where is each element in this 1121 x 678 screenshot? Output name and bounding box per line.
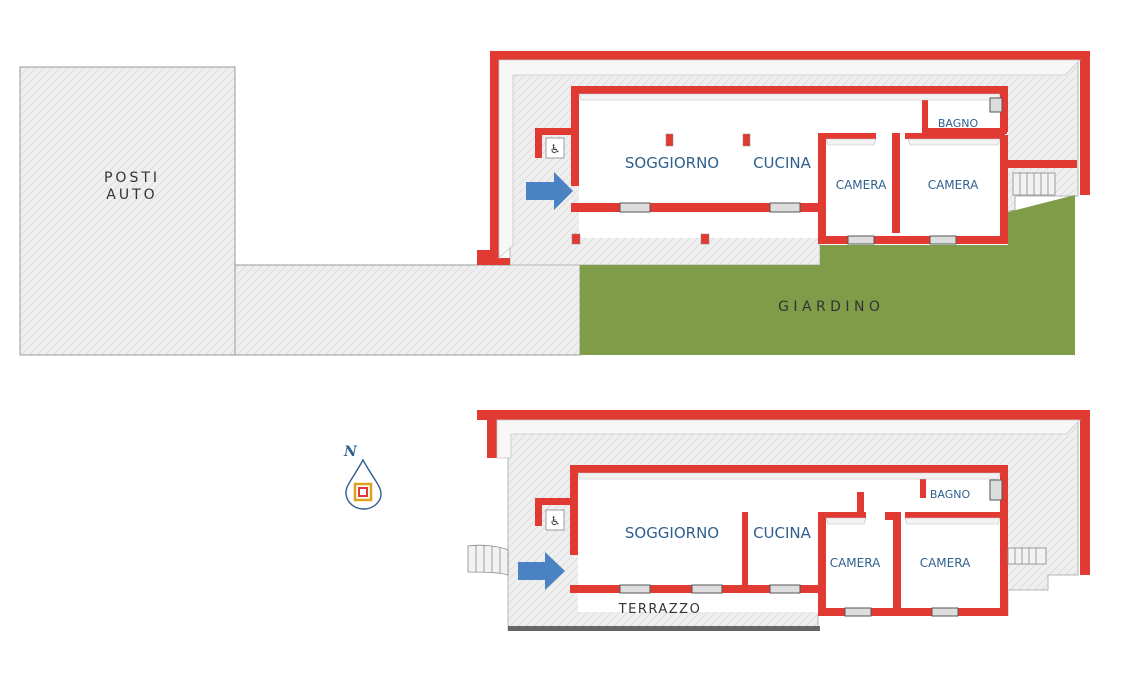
bedroom2-label-top: CAMERA (928, 178, 979, 192)
garden-area (580, 195, 1075, 355)
bedroom1-label-top: CAMERA (836, 178, 887, 192)
wheelchair-icon-bottom: ♿ (545, 509, 565, 531)
bedroom1-label-bottom: CAMERA (830, 556, 881, 570)
kitchen-label-top: CUCINA (753, 154, 812, 172)
bedroom2-label-bottom: CAMERA (920, 556, 971, 570)
terrace-edge (508, 626, 820, 631)
wall-3d-shading-bottom (577, 472, 1001, 525)
arrow-right-icon-bottom (518, 552, 565, 590)
stairs-top (1012, 172, 1056, 196)
outer-wall-shadow (498, 59, 1081, 259)
plan-bottom: ♿ SOGGIORNO CUCINA CAMERA CAMERA BAGNO T… (467, 410, 1090, 631)
columns-top (571, 133, 751, 245)
parking-area (19, 66, 236, 356)
wheelchair-icon: ♿ (545, 137, 565, 159)
house-walls-top (535, 86, 1077, 244)
svg-text:♿: ♿ (550, 514, 561, 528)
windows-bottom (619, 479, 1003, 617)
windows-top (619, 97, 1003, 245)
living-label-bottom: SOGGIORNO (625, 524, 719, 542)
garden-label: G I A R D I N O (778, 299, 880, 315)
terrace-label: TERRAZZO (618, 602, 702, 617)
bathroom-label-top: BAGNO (938, 117, 979, 130)
compass-north-label: N (343, 444, 358, 460)
kitchen-label-bottom: CUCINA (753, 524, 812, 542)
parking-label-line1: POSTI (104, 170, 160, 186)
house-interior-top (579, 93, 1007, 238)
stairs-bottom-left (467, 544, 509, 576)
living-label-top: SOGGIORNO (625, 154, 719, 172)
arrow-right-icon (526, 172, 573, 210)
svg-text:♿: ♿ (550, 142, 561, 156)
outer-wall-shadow-bottom (496, 419, 1081, 459)
stairs-bottom-right (1007, 547, 1047, 565)
plan-top: ♿ POSTI AUTO G I A R D I N O SOGGIORNO C… (19, 51, 1090, 356)
parking-label-line2: AUTO (106, 187, 157, 203)
driveway (234, 264, 581, 356)
compass-icon: N (343, 444, 382, 510)
bathroom-label-bottom: BAGNO (930, 488, 971, 501)
